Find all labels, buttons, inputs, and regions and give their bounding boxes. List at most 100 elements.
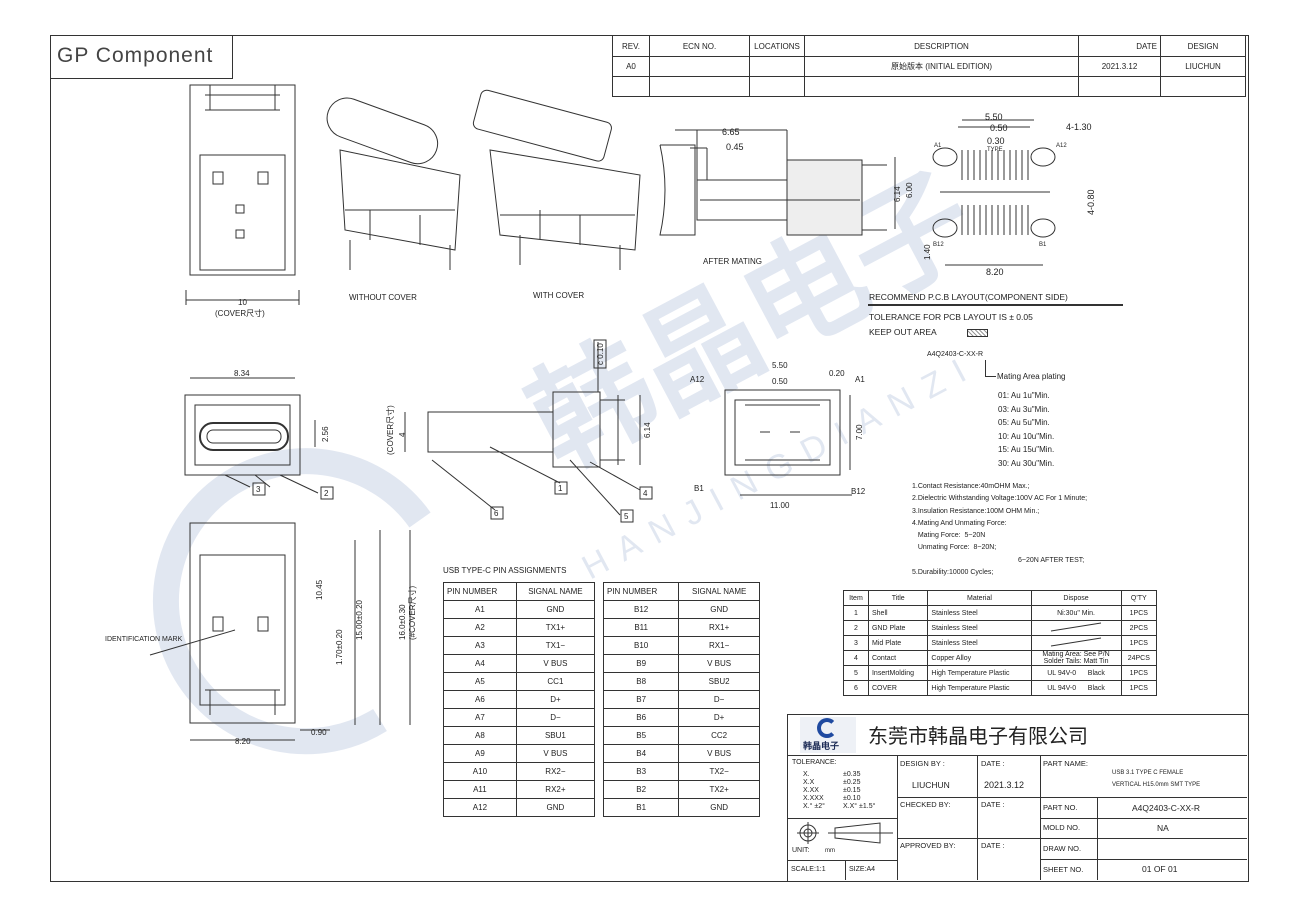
svg-text:B12: B12 <box>851 487 866 496</box>
tolerance-value: X.X° ±1.5° <box>843 803 876 810</box>
svg-text:A1: A1 <box>855 375 865 384</box>
top-view <box>184 377 334 500</box>
mold-no-label: MOLD NO. <box>1043 823 1081 832</box>
table-cell: Ni:30u" Min. <box>1030 605 1122 621</box>
table-cell: A4 <box>443 654 517 673</box>
table-cell: GND <box>678 798 760 817</box>
table-cell: Stainless Steel <box>927 635 1032 651</box>
callout-leader <box>985 360 996 377</box>
note: Mating Force: 5~20N <box>912 532 986 540</box>
table-cell: Shell <box>867 605 929 621</box>
part-name-line-2: VERTICAL H15.0mm SMT TYPE <box>1112 782 1201 788</box>
table-cell: InsertMolding <box>867 665 929 681</box>
table-cell: 1PCS <box>1120 665 1158 681</box>
table-cell: 1PCS <box>1120 605 1158 621</box>
not-applicable-slash <box>1050 622 1102 632</box>
table-cell: D+ <box>678 708 760 727</box>
table-cell: Stainless Steel <box>927 620 1032 636</box>
svg-text:B1: B1 <box>1039 242 1047 248</box>
table-cell: A12 <box>443 798 517 817</box>
note: 4.Mating And Unmating Force: <box>912 519 1007 527</box>
note: 6~20N AFTER TEST; <box>1018 556 1085 564</box>
svg-text:5.50: 5.50 <box>985 112 1003 122</box>
table-cell: A7 <box>443 708 517 727</box>
table-cell: A6 <box>443 690 517 709</box>
table-cell: B11 <box>602 618 680 637</box>
table-cell: A2 <box>443 618 517 637</box>
table-cell: Mid Plate <box>867 635 929 651</box>
pin-assignments-title: USB TYPE-C PIN ASSIGNMENTS <box>443 566 567 575</box>
table-cell: B5 <box>602 726 680 745</box>
table-cell: 6 <box>843 680 869 696</box>
table-cell: A8 <box>443 726 517 745</box>
table-cell: V BUS <box>678 654 760 673</box>
after-mating-view <box>659 129 887 236</box>
keep-out-swatch <box>967 329 988 337</box>
svg-text:0.90: 0.90 <box>311 728 327 737</box>
column-header: SIGNAL NAME <box>678 582 760 601</box>
part-name-line-1: USB 3.1 TYPE C FEMALE <box>1112 770 1184 776</box>
table-cell: CC1 <box>515 672 596 691</box>
svg-text:1: 1 <box>558 484 563 493</box>
svg-text:11.00: 11.00 <box>770 501 790 510</box>
svg-text:A12: A12 <box>1056 143 1067 149</box>
table-cell: B10 <box>602 636 680 655</box>
svg-text:6.00: 6.00 <box>905 182 914 198</box>
svg-text:8.20: 8.20 <box>235 737 251 746</box>
svg-text:(COVER尺寸): (COVER尺寸) <box>215 308 265 318</box>
table-cell: TX1+ <box>515 618 596 637</box>
svg-text:3: 3 <box>256 485 261 494</box>
size: SIZE:A4 <box>849 866 876 873</box>
table-cell: CC2 <box>678 726 760 745</box>
column-header: Title <box>867 590 929 606</box>
svg-text:0.20: 0.20 <box>829 369 845 378</box>
svg-text:TYPE: TYPE <box>987 147 1003 153</box>
plating-title: Mating Area plating <box>997 372 1066 381</box>
pcb-tolerance: TOLERANCE FOR PCB LAYOUT IS ± 0.05 <box>869 312 1033 322</box>
tolerance-format: X.° ±2° <box>803 803 825 810</box>
plating-option: 15: Au 15u"Min. <box>998 445 1055 454</box>
table-cell: TX2− <box>678 762 760 781</box>
unit-label: UNIT: <box>792 847 810 854</box>
table-cell: 5 <box>843 665 869 681</box>
svg-text:5: 5 <box>624 512 629 521</box>
svg-text:6.14: 6.14 <box>893 186 902 202</box>
column-header: Material <box>927 590 1032 606</box>
svg-text:2.56: 2.56 <box>321 426 330 442</box>
table-cell: RX2− <box>515 762 596 781</box>
svg-text:A12: A12 <box>690 375 705 384</box>
svg-text:8.34: 8.34 <box>234 369 250 378</box>
part-code: A4Q2403-C-XX-R <box>927 351 984 358</box>
table-cell: TX2+ <box>678 780 760 799</box>
column-header: SIGNAL NAME <box>515 582 596 601</box>
table-cell: A1 <box>443 600 517 619</box>
note: 1.Contact Resistance:40mOHM Max.; <box>912 483 1030 490</box>
table-cell: A9 <box>443 744 517 763</box>
svg-text:15.00±0.20: 15.00±0.20 <box>355 599 364 640</box>
note: 2.Dielectric Withstanding Voltage:100V A… <box>912 495 1088 503</box>
plating-option: 30: Au 30u"Min. <box>998 458 1055 468</box>
dimension-labels: 10 (COVER尺寸) WITHOUT COVER WITH COVER AF… <box>105 112 1096 746</box>
table-cell: D− <box>678 690 760 709</box>
table-cell: GND <box>515 600 596 619</box>
table-cell: 4 <box>843 650 869 666</box>
part-no-label: PART NO. <box>1043 803 1078 812</box>
table-cell: D− <box>515 708 596 727</box>
table-cell: RX2+ <box>515 780 596 799</box>
approved-date-label: DATE : <box>981 841 1005 850</box>
table-cell: UL 94V-0 Black <box>1030 665 1122 681</box>
svg-text:B1: B1 <box>694 484 704 493</box>
